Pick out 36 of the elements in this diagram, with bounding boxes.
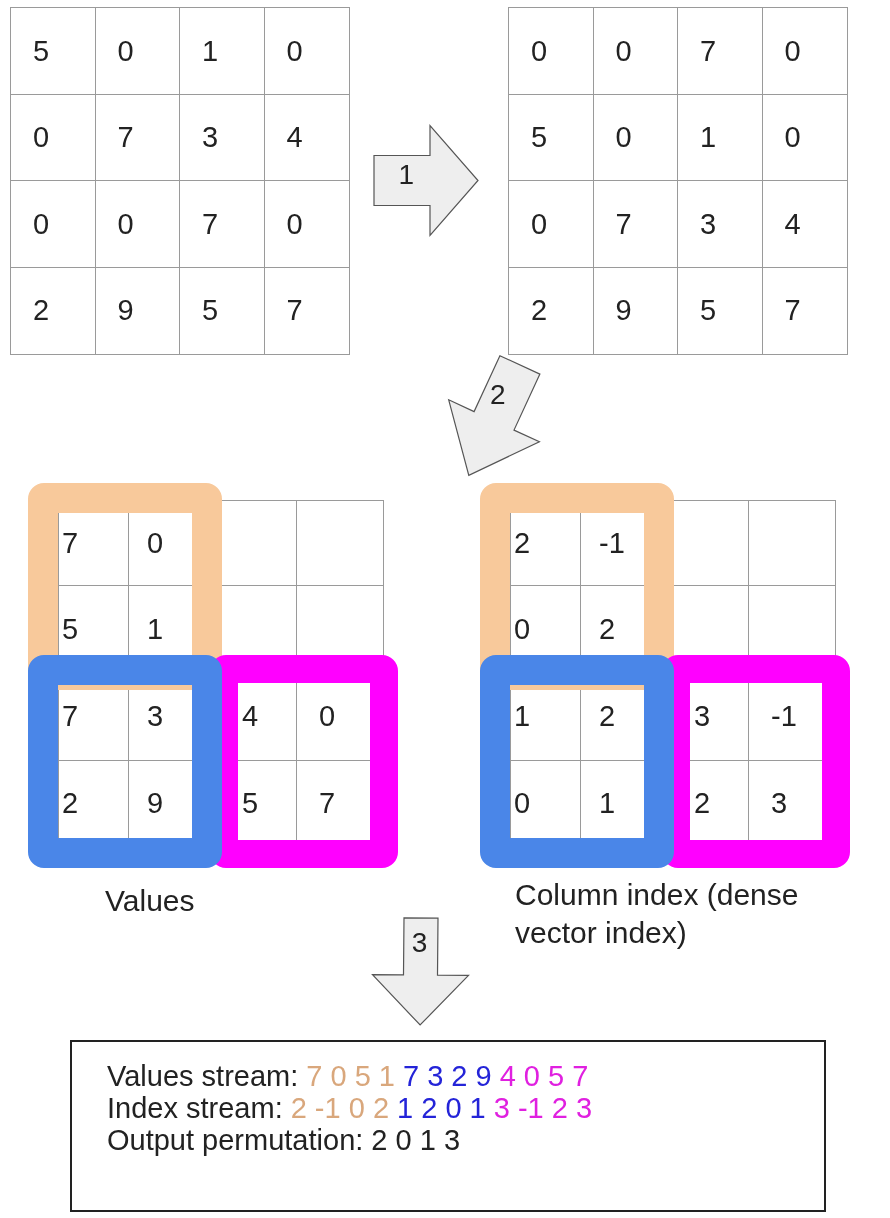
edge-label: 1	[398, 158, 414, 191]
table-cell: 1	[179, 7, 265, 95]
block-arrow	[371, 917, 470, 1026]
table-cell: 0	[10, 180, 96, 268]
edge-label: 2	[490, 378, 506, 411]
table-cell: 7	[263, 266, 350, 355]
table-cell: 5	[10, 7, 96, 95]
output-box	[70, 1040, 826, 1212]
table-cell: 0	[263, 7, 350, 95]
block-arrow	[447, 354, 541, 477]
block-arrow	[373, 123, 479, 238]
stream-values: 7 3 2 9	[402, 1060, 492, 1092]
caption-text: Column index (dense vector index)	[515, 877, 800, 951]
table-cell: 7	[761, 266, 848, 355]
table-cell: 3	[677, 180, 763, 268]
table-cell: 5	[677, 266, 763, 355]
table-cell: 7	[179, 180, 265, 268]
table-cell: 4	[761, 180, 848, 268]
stream-values: 2 -1 0 2	[290, 1092, 390, 1124]
stream-label: Values stream:	[107, 1060, 299, 1092]
table-cell: 5	[179, 266, 265, 355]
stream-values: 1 2 0 1	[397, 1092, 486, 1124]
table-cell: 2	[10, 266, 96, 355]
stream-values: 3 -1 2 3	[493, 1092, 593, 1124]
table-cell: 0	[761, 7, 848, 95]
table-cell: 0	[508, 180, 594, 268]
stream-label: Index stream:	[107, 1092, 283, 1124]
caption-text: Values	[105, 883, 196, 919]
table-cell: 0	[508, 7, 594, 95]
table-cell: 2	[508, 266, 594, 355]
edge-label: 3	[411, 927, 428, 960]
table-cell: 0	[263, 180, 350, 268]
stream-values: 4 0 5 7	[499, 1060, 589, 1092]
table-cell: 7	[677, 7, 763, 95]
stream-label: Output permutation: 2 0 1 3	[107, 1124, 461, 1156]
stream-values: 7 0 5 1	[306, 1060, 395, 1092]
